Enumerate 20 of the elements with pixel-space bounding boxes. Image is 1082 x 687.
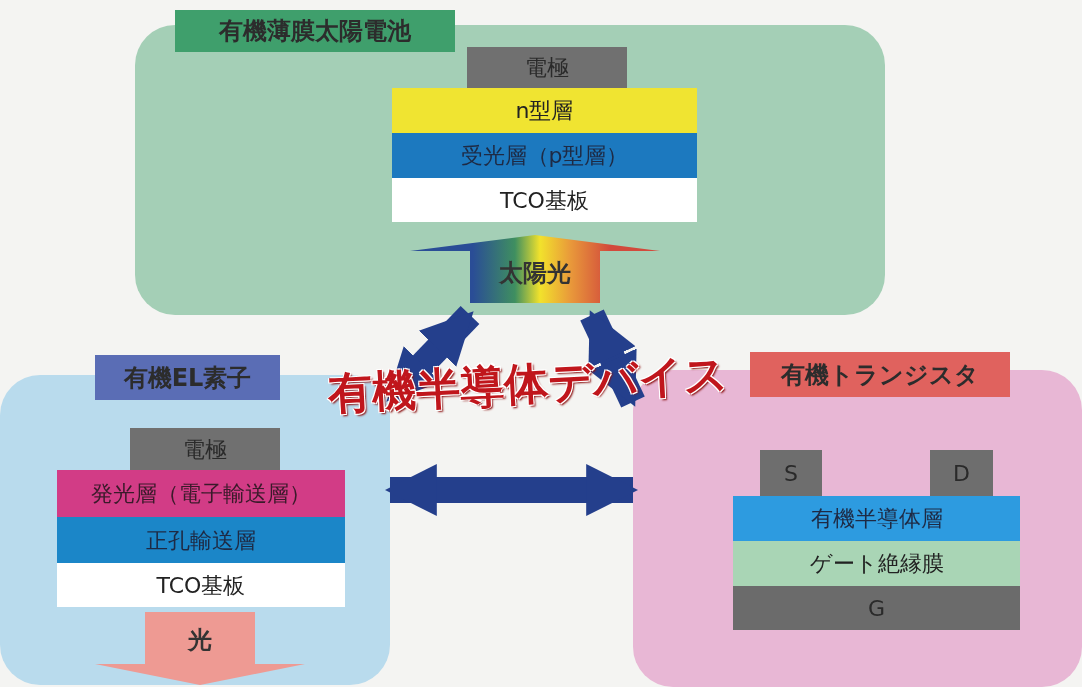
layer-block: TCO基板 bbox=[392, 178, 697, 222]
layer-block: n型層 bbox=[392, 88, 697, 133]
layer-block: D bbox=[930, 450, 993, 496]
layer-block: 有機半導体層 bbox=[733, 496, 1020, 541]
double-arrow bbox=[384, 464, 639, 516]
layer-block: 受光層（p型層） bbox=[392, 133, 697, 178]
double-arrow bbox=[580, 309, 645, 408]
layer-block: ゲート絶縁膜 bbox=[733, 541, 1020, 586]
device-heading: 有機半導体デバイス bbox=[325, 351, 731, 417]
light-arrow: 光 bbox=[95, 612, 305, 685]
layer-block: 発光層（電子輸送層） bbox=[57, 470, 345, 517]
layer-block: TCO基板 bbox=[57, 563, 345, 607]
panel-title: 有機薄膜太陽電池 bbox=[175, 10, 455, 52]
layer-block: 電極 bbox=[467, 47, 627, 88]
panel-title: 有機トランジスタ bbox=[750, 352, 1010, 397]
layer-block: G bbox=[733, 586, 1020, 630]
layer-block: 正孔輸送層 bbox=[57, 517, 345, 563]
layer-block: S bbox=[760, 450, 822, 496]
panel-title: 有機EL素子 bbox=[95, 355, 280, 400]
layer-block: 電極 bbox=[130, 428, 280, 470]
